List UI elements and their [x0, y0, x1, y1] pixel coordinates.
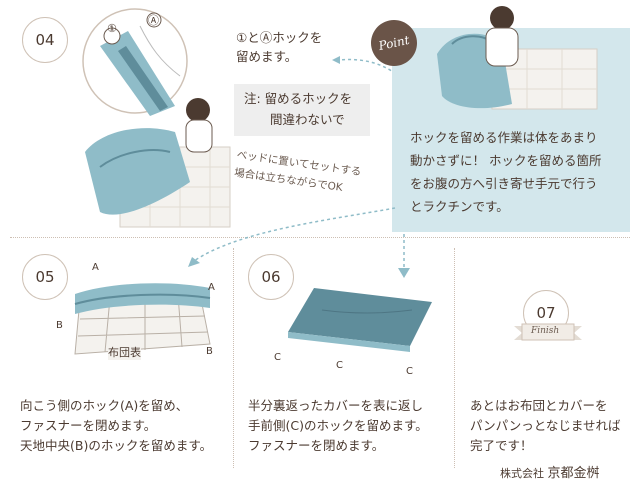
tip-line-3: をお腹の方へ引き寄せ手元で行う — [410, 176, 598, 191]
step-05-line-3: 天地中央(B)のホックを留めます。 — [20, 438, 213, 453]
step-05-futon-illustration — [74, 283, 211, 355]
step-06-cover-illustration — [288, 288, 432, 352]
step-05-number: 05 — [22, 254, 68, 300]
dashed-arrow-to-step05 — [188, 207, 396, 267]
company-prefix: 株式会社 — [500, 467, 544, 480]
step-07-line-1: あとはお布団とカバーを — [470, 398, 608, 413]
dashed-arrow-to-step06 — [398, 234, 410, 278]
step-05-line-1: 向こう側のホック(A)を留め、 — [20, 398, 189, 413]
step-06-line-3: ファスナーを閉めます。 — [248, 438, 385, 453]
tip-person-illustration — [437, 6, 598, 110]
bed-tip-text: ベッドに置いてセットする 場合は立ちながらでOK — [233, 146, 362, 199]
note-line-2: 間違わないで — [270, 112, 345, 127]
step-04-instruction-line-1: ①とⒶホックを — [236, 30, 323, 45]
note-line-1: 注: 留めるホックを — [244, 91, 353, 106]
tip-line-4: とラクチンです。 — [410, 199, 509, 214]
step-06-number: 06 — [248, 254, 294, 300]
finish-ribbon — [514, 323, 582, 341]
step-06-line-2: 手前側(C)のホックを留めます。 — [248, 418, 428, 433]
label-c-3: C — [406, 366, 413, 377]
label-b-right: B — [206, 346, 213, 357]
label-c-1: C — [274, 352, 281, 363]
horizontal-divider — [10, 237, 630, 238]
zoom-hook-illustration — [82, 8, 188, 116]
step-07-line-2: パンパンっとなじませれば — [470, 418, 621, 433]
tip-line-2: 動かさずに！ ホックを留める箇所 — [410, 153, 602, 168]
label-b-left: B — [56, 320, 63, 331]
dashed-arrow-to-instruction — [332, 56, 397, 75]
company-name: 株式会社 京都金桝 — [500, 462, 600, 481]
futon-front-label: 布団表 — [108, 344, 141, 360]
label-c-2: C — [336, 360, 343, 371]
note-box: 注: 留めるホックを 間違わないで — [234, 84, 370, 136]
finish-ribbon-text: Finish — [531, 326, 560, 336]
step-05-line-2: ファスナーを閉めます。 — [20, 418, 157, 433]
divider-06-07 — [454, 248, 455, 468]
zoom-label-1: ① — [107, 22, 117, 35]
label-a-right: A — [208, 282, 215, 293]
tip-line-1: ホックを留める作業は体をあまり — [410, 130, 598, 145]
zoom-label-a: Ⓐ — [148, 14, 159, 27]
person-duvet-illustration — [85, 98, 231, 228]
company-brand: 京都金桝 — [547, 466, 600, 481]
step-04-instruction-line-2: 留めます。 — [236, 49, 298, 64]
step-06-line-1: 半分裏返ったカバーを表に返し — [248, 398, 424, 413]
step-04-number: 04 — [22, 17, 68, 63]
divider-05-06 — [233, 248, 234, 468]
label-a-top: A — [92, 262, 99, 273]
step-07-line-3: 完了です！ — [470, 438, 533, 453]
